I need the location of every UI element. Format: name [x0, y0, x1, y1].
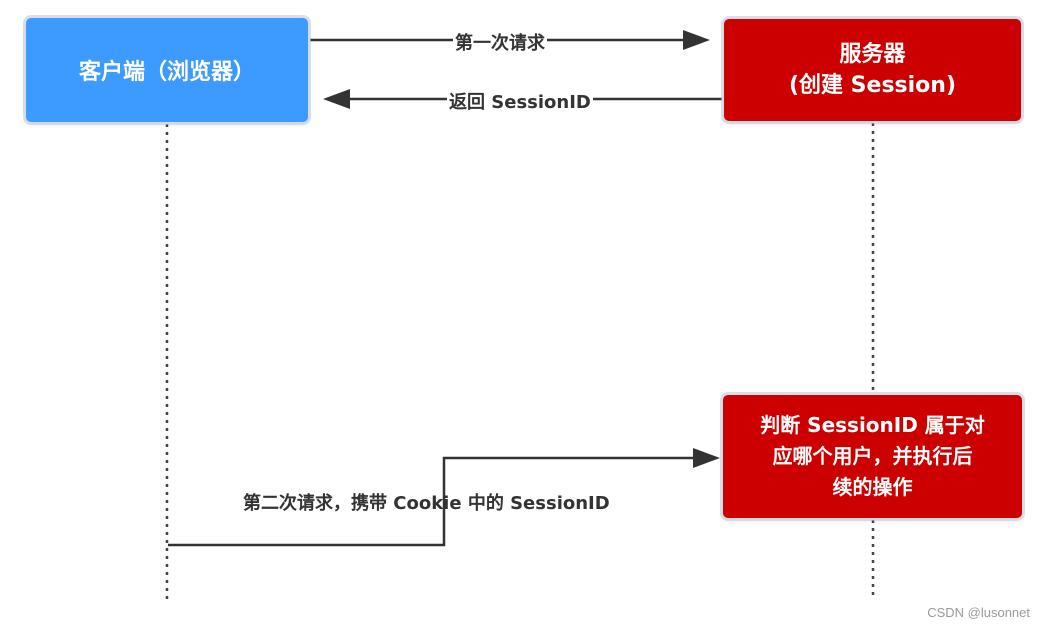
second-request-label: 第二次请求，携带 Cookie 中的 SessionID [243, 493, 610, 514]
second-request-arrow [168, 456, 695, 547]
judge-node-line-2: 应哪个用户，并执行后 [772, 444, 973, 468]
client-node: 客户端（浏览器） [26, 18, 308, 122]
client-node-label: 客户端（浏览器） [78, 60, 255, 85]
first-request-arrowhead [683, 30, 710, 50]
watermark: CSDN @lusonnet [927, 605, 1030, 620]
second-request-arrowhead [693, 448, 720, 468]
server-node-title: 服务器 [839, 42, 906, 67]
judge-session-node: 判断 SessionID 属于对 应哪个用户，并执行后 续的操作 [723, 395, 1022, 518]
server-node-subtitle: (创建 Session) [788, 73, 957, 98]
return-session-label: 返回 SessionID [447, 92, 593, 113]
return-session-arrowhead [323, 89, 350, 109]
server-node: 服务器 (创建 Session) [724, 19, 1021, 121]
judge-node-line-1: 判断 SessionID 属于对 [760, 413, 985, 437]
first-request-label: 第一次请求 [453, 33, 547, 54]
judge-node-line-3: 续的操作 [832, 475, 913, 499]
